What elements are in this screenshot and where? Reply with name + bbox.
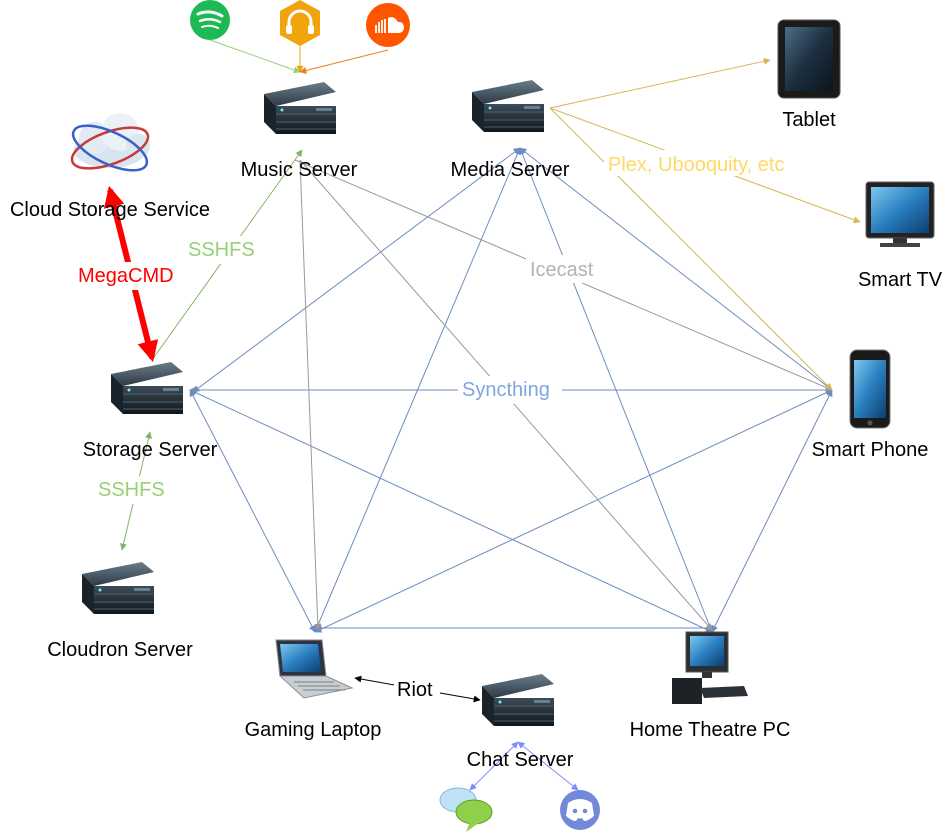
headphones-icon [280,0,320,46]
storage-server-label: Storage Server [83,439,218,461]
server-icon [110,361,184,415]
media-server-node[interactable]: Media Server [451,79,570,181]
desktop-pc-icon [672,631,748,704]
cloudron-server-label: Cloudron Server [47,639,193,661]
edge-label-plex: Plex, Ubooquity, etc [608,154,784,176]
gaming-laptop-node[interactable]: Gaming Laptop [245,639,382,741]
edge-label-icecast: Icecast [530,259,594,281]
music-server-node[interactable]: Music Server [241,81,358,181]
smart-tv-label: Smart TV [858,269,943,291]
edge-media-to-smart-phone-plex [549,107,833,391]
media-server-label: Media Server [451,159,570,181]
server-icon [81,561,155,615]
tablet-label: Tablet [782,109,836,131]
discord-icon [560,790,600,830]
edge-label-sshfs-music: SSHFS [188,239,255,261]
edge-label-syncthing: Syncthing [462,379,550,401]
storage-server-node[interactable]: Storage Server [83,361,218,461]
soundcloud-icon [366,3,410,47]
server-icon [481,673,555,727]
edge-spotify-to-music [209,39,301,74]
chat-bubbles-icon [439,787,493,832]
home-theatre-pc-node[interactable]: Home Theatre PC [630,631,791,741]
edge-storage-to-gaming-laptop [189,389,316,633]
edge-smart-phone-to-gaming-laptop [314,389,833,633]
edge-media-to-tablet [549,57,771,109]
phone-icon [849,349,891,429]
music-server-label: Music Server [241,159,358,181]
edge-smart-phone-to-home-theatre [711,389,833,633]
edge-label-megacmd: MegaCMD [78,265,174,287]
edge-storage-to-home-theatre [189,389,713,633]
smart-tv-node[interactable]: Smart TV [858,181,943,291]
edge-soundcloud-to-music [299,49,389,74]
cloud-storage-label: Cloud Storage Service [10,199,210,221]
spotify-icon [190,0,230,40]
tablet-icon [777,19,841,99]
cloud-icon [70,113,150,172]
edge-label-riot: Riot [397,679,433,701]
edge-label-sshfs-cloudron: SSHFS [98,479,165,501]
smart-phone-node[interactable]: Smart Phone [812,349,929,461]
edge-chat-to-discord [517,741,579,791]
home-theatre-pc-label: Home Theatre PC [630,719,791,741]
smart-phone-label: Smart Phone [812,439,929,461]
cloudron-server-node[interactable]: Cloudron Server [47,561,193,661]
gaming-laptop-label: Gaming Laptop [245,719,382,741]
edge-chat-to-bubbles [469,741,519,791]
tablet-node[interactable]: Tablet [777,19,841,131]
laptop-icon [275,639,354,699]
chat-server-node[interactable]: Chat Server [467,673,574,771]
server-icon [471,79,545,133]
chat-server-label: Chat Server [467,749,574,771]
cloud-storage-node[interactable]: Cloud Storage Service [10,113,210,221]
edge-music-to-gaming-laptop [299,159,322,631]
tv-icon [865,181,935,247]
server-icon [263,81,337,135]
